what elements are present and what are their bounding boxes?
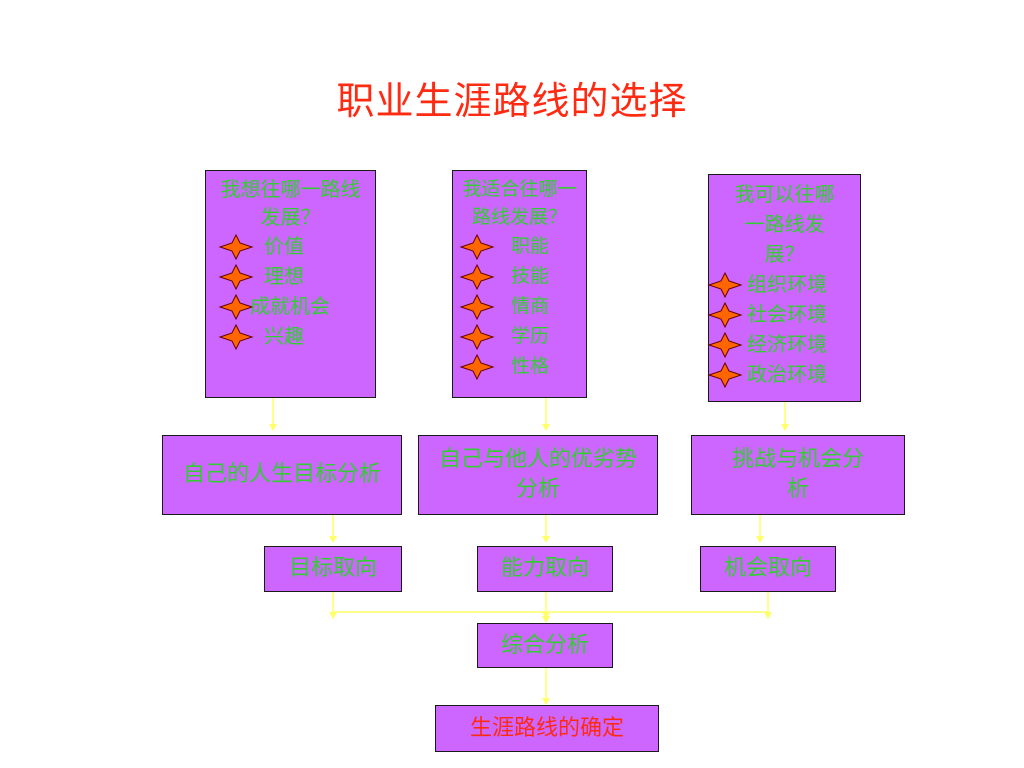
list-item: 兴趣 bbox=[206, 321, 375, 351]
result-box: 生涯路线的确定 bbox=[435, 705, 659, 752]
question-box-2: 我适合往哪一路线发展？ 职能 技能 情商 学历 bbox=[452, 170, 587, 398]
list-item: 成就机会 bbox=[206, 291, 375, 321]
four-point-star-icon bbox=[459, 324, 495, 350]
four-point-star-icon bbox=[707, 272, 743, 298]
synthesis-box: 综合分析 bbox=[477, 623, 613, 668]
four-point-star-icon bbox=[218, 264, 254, 290]
analysis-box-2: 自己与他人的优劣势分析 bbox=[418, 435, 658, 515]
list-item: 组织环境 bbox=[707, 269, 860, 299]
analysis-box-1: 自己的人生目标分析 bbox=[162, 435, 402, 515]
question-text-1: 我想往哪一路线发展？ bbox=[220, 177, 361, 229]
four-point-star-icon bbox=[459, 354, 495, 380]
four-point-star-icon bbox=[459, 294, 495, 320]
list-item: 情商 bbox=[453, 291, 586, 321]
slide-title: 职业生涯路线的选择 bbox=[336, 79, 688, 123]
list-item: 技能 bbox=[453, 261, 586, 291]
question-text-3: 我可以往哪一路线发展？ bbox=[734, 182, 835, 266]
list-item: 价值 bbox=[206, 231, 375, 261]
question-text-2: 我适合往哪一路线发展？ bbox=[462, 178, 577, 228]
four-point-star-icon bbox=[707, 332, 743, 358]
list-item: 性格 bbox=[453, 351, 586, 381]
four-point-star-icon bbox=[218, 324, 254, 350]
orientation-box-1: 目标取向 bbox=[264, 546, 402, 592]
four-point-star-icon bbox=[459, 234, 495, 260]
list-item: 职能 bbox=[453, 231, 586, 261]
question-box-3: 我可以往哪一路线发展？ 组织环境 社会环境 经济环境 政治环境 bbox=[707, 174, 861, 402]
list-item: 学历 bbox=[453, 321, 586, 351]
list-item: 经济环境 bbox=[707, 329, 860, 359]
four-point-star-icon bbox=[707, 302, 743, 328]
analysis-box-3: 挑战与机会分析 bbox=[691, 435, 905, 515]
list-item: 理想 bbox=[206, 261, 375, 291]
list-item: 社会环境 bbox=[707, 299, 860, 329]
four-point-star-icon bbox=[218, 294, 254, 320]
list-item: 政治环境 bbox=[707, 359, 860, 389]
four-point-star-icon bbox=[459, 264, 495, 290]
question-box-1: 我想往哪一路线发展？ 价值 理想 成就机会 兴趣 bbox=[205, 170, 376, 398]
four-point-star-icon bbox=[707, 362, 743, 388]
orientation-box-2: 能力取向 bbox=[477, 546, 613, 592]
orientation-box-3: 机会取向 bbox=[700, 546, 836, 592]
four-point-star-icon bbox=[218, 234, 254, 260]
